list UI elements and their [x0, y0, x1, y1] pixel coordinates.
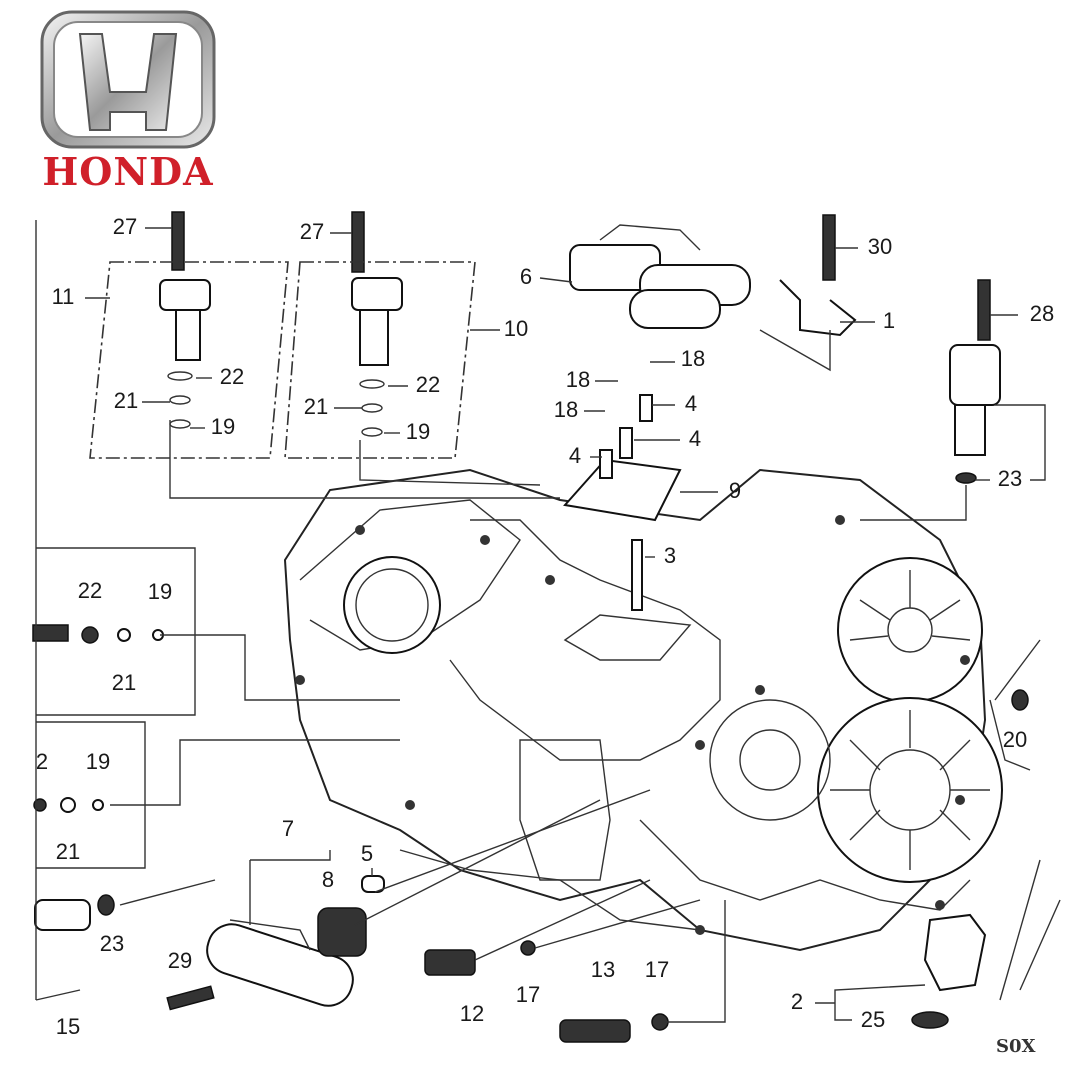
- logo-wordmark: HONDA: [42, 149, 213, 194]
- callout-12: 12: [460, 1001, 484, 1026]
- callout-22: 22: [78, 578, 102, 603]
- callout-1: 1: [883, 308, 895, 333]
- callout-23: 23: [100, 931, 124, 956]
- sensor-28: [949, 279, 1001, 484]
- callout-21: 21: [114, 388, 138, 413]
- callout-18: 18: [566, 367, 590, 392]
- callout-19: 19: [211, 414, 235, 439]
- callout-4: 4: [685, 391, 697, 416]
- h-mark-icon: [78, 33, 178, 131]
- callout-8: 8: [322, 867, 334, 892]
- callout-18: 18: [554, 397, 578, 422]
- callout-9: 9: [729, 478, 741, 503]
- plate-9: [563, 394, 682, 611]
- callout-6: 6: [520, 264, 532, 289]
- callout-27: 27: [113, 214, 137, 239]
- solenoid-assembly-6: [569, 224, 751, 329]
- callout-3: 3: [664, 543, 676, 568]
- callout-30: 30: [868, 234, 892, 259]
- callout-28: 28: [1030, 301, 1054, 326]
- callout-20: 20: [1003, 727, 1027, 752]
- gasket-8: [317, 907, 367, 957]
- callout-15: 15: [56, 1014, 80, 1039]
- bracket-2: [923, 913, 987, 992]
- leader-lines: [35, 220, 1061, 1023]
- callout-2: 2: [36, 749, 48, 774]
- callout-10: 10: [504, 316, 528, 341]
- solenoid-10: [284, 211, 476, 459]
- callout-23: 23: [998, 466, 1022, 491]
- callout-17: 17: [516, 982, 540, 1007]
- sensor-15: [34, 899, 91, 931]
- callout-21: 21: [56, 839, 80, 864]
- callout-22: 22: [416, 372, 440, 397]
- transmission-case: [283, 468, 1003, 952]
- bracket-1: [779, 214, 857, 337]
- callout-25: 25: [861, 1007, 885, 1032]
- sensor-12: [424, 949, 476, 976]
- callout-22: 22: [220, 364, 244, 389]
- callout-21: 21: [112, 670, 136, 695]
- seal-group-left: [32, 624, 1029, 813]
- honda-logo: HONDA: [40, 10, 216, 194]
- solenoid-11: [89, 211, 289, 459]
- callout-5: 5: [361, 841, 373, 866]
- callout-29: 29: [168, 948, 192, 973]
- callout-19: 19: [148, 579, 172, 604]
- callout-27: 27: [300, 219, 324, 244]
- callout-4: 4: [569, 443, 581, 468]
- pin-5: [361, 875, 385, 893]
- callout-11: 11: [52, 284, 75, 309]
- callout-13: 13: [591, 957, 615, 982]
- diagram-code: S0X: [996, 1036, 1036, 1057]
- callout-19: 19: [406, 419, 430, 444]
- solenoid-7: [166, 919, 354, 1011]
- callout-19: 19: [86, 749, 110, 774]
- callout-4: 4: [689, 426, 701, 451]
- switch-13: [559, 1019, 631, 1043]
- callout-18: 18: [681, 346, 705, 371]
- callout-21: 21: [304, 394, 328, 419]
- callout-2: 2: [791, 989, 803, 1014]
- callout-7: 7: [282, 816, 294, 841]
- callout-labels: 27 27 30 6 1 28 11 10 18 18 18 4 4 4 22 …: [36, 214, 1054, 1057]
- callout-17: 17: [645, 957, 669, 982]
- pin-3: [631, 539, 643, 611]
